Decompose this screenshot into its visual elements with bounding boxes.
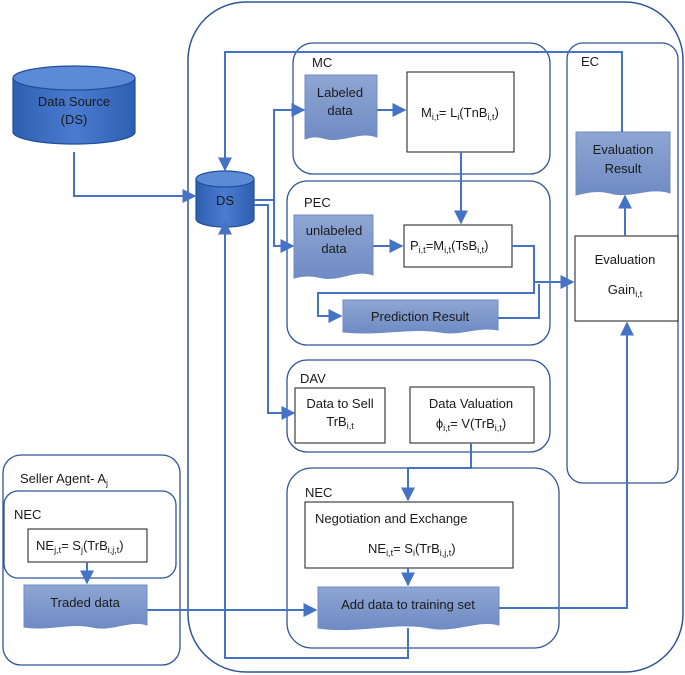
prediction-result-document: Prediction Result [342,299,499,334]
data-to-sell-box [294,387,386,444]
data-to-sell-symbol: TrBi,t [326,414,354,431]
data-source-cylinder: Data Source (DS) [12,65,136,145]
data-source-abbrev: (DS) [61,112,88,127]
seller-nec-title: NEC [14,507,41,522]
seller-agent-container [2,454,181,666]
data-valuation-box [409,386,535,444]
arrow-result-to-evaluation [498,284,540,319]
data-to-sell-label: Data to Sell [306,396,373,411]
nec-title: NEC [305,485,332,500]
model-formula: Mi,t= Li(TnBi,t) [421,105,499,122]
negotiation-box [304,501,514,569]
add-data-label: Add data to training set [341,597,475,612]
evaluation-result-label: Evaluation [593,142,654,157]
ec-title: EC [581,54,599,69]
unlabeled-data-label: unlabeled [306,223,362,238]
data-source-label: Data Source [38,94,110,109]
arrow-add-to-gain [499,321,634,609]
ds-label: DS [216,193,234,208]
unlabeled-data-label2: data [321,241,347,256]
arrow-ds-to-sell [254,204,296,420]
negotiation-label: Negotiation and Exchange [315,511,468,526]
dav-title: DAV [300,371,326,386]
data-valuation-label: Data Valuation [429,396,513,411]
traded-data-label: Traded data [50,595,120,610]
evaluation-result-document: Evaluation Result [575,131,671,196]
negotiation-formula: NEi,t= Si(TrBi,j,t) [368,541,456,558]
arrow-add-to-ds [218,220,409,659]
seller-nec-formula-box [27,528,148,563]
add-data-document: Add data to training set [317,586,500,631]
seller-agent-title: Seller Agent- Aj [20,471,108,488]
evaluation-label: Evaluation [595,252,656,267]
labeled-data-document: Labeled data [304,74,378,140]
arrow-prediction-to-result [317,245,535,323]
buyer-agent-frame [187,1,684,673]
arrow-evaluation-to-ds [218,51,623,172]
seller-nec-formula: NEj,t= Sj(TrBi,j,t) [36,538,124,555]
labeled-data-label2: data [327,103,353,118]
connectors [73,51,634,659]
model-formula-box [406,71,515,153]
unlabeled-data-document: unlabeled data [293,214,374,279]
evaluation-result-label2: Result [605,161,642,176]
arrow-ds-to-labeled [254,103,306,201]
data-valuation-formula: ϕi,t= V(TrBi,t) [436,416,506,433]
traded-data-document: Traded data [23,584,148,629]
ds-cylinder: DS [195,170,255,228]
pec-title: PEC [304,195,331,210]
evaluation-box [574,235,679,322]
prediction-result-label: Prediction Result [371,309,470,324]
mc-title: MC [312,55,332,70]
prediction-formula-box [403,224,513,268]
gain-label: Gaini,t [608,282,643,299]
arrow-valuation-to-negotiation [401,443,472,502]
pec-container [286,180,551,346]
arrow-ds-to-unlabeled [273,200,295,253]
arrow-source-to-ds [73,152,197,203]
labeled-data-label: Labeled [317,85,363,100]
prediction-formula: Pi,t=Mi,t(TsBi,t) [410,238,488,255]
